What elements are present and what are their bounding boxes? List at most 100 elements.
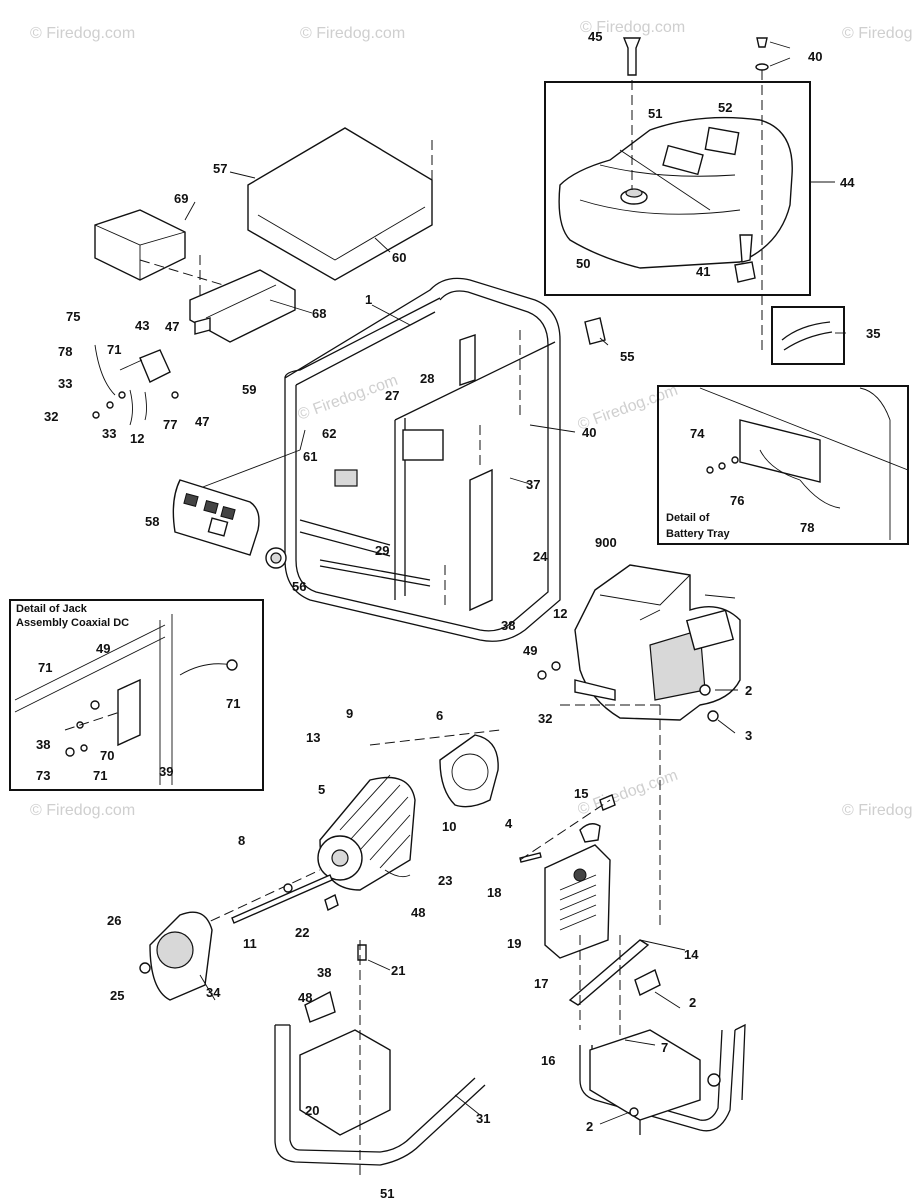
callout-23: 23	[438, 873, 452, 888]
jack-caption-line2: Assembly Coaxial DC	[16, 617, 129, 629]
callout-45: 45	[588, 29, 602, 44]
callout-55: 55	[620, 349, 634, 364]
watermark: © Firedog.com	[30, 25, 135, 42]
muffler-guard	[544, 844, 611, 959]
rear-cross-member	[589, 1029, 701, 1121]
callout-11: 11	[243, 936, 257, 951]
callout-51: 51	[648, 106, 662, 121]
callout-44: 44	[840, 175, 855, 190]
callout-5: 5	[318, 782, 325, 797]
tube-frame	[194, 277, 606, 642]
callout-29: 29	[375, 543, 389, 558]
callout-4: 4	[505, 816, 513, 831]
battery-cable-assembly	[92, 317, 211, 426]
callout-37: 37	[526, 477, 540, 492]
fuel-cap	[622, 37, 642, 76]
callout-47: 47	[195, 414, 209, 429]
callout-34: 34	[206, 985, 221, 1000]
page-number: 51	[380, 1186, 394, 1200]
label-decal	[584, 317, 606, 345]
callout-78: 78	[800, 520, 814, 535]
through-bolt	[231, 874, 333, 924]
fuel-line	[781, 321, 833, 351]
base-rails	[274, 940, 746, 1175]
shutoff-valve	[734, 261, 756, 283]
callout-39: 39	[159, 764, 173, 779]
callout-77: 77	[163, 417, 177, 432]
callout-27: 27	[385, 388, 399, 403]
callout-59: 59	[242, 382, 256, 397]
exhaust-port	[579, 823, 601, 843]
air-cleaner	[685, 609, 735, 651]
callout-2: 2	[745, 683, 752, 698]
callout-6: 6	[436, 708, 443, 723]
watermark: © Firedog.com	[30, 802, 135, 819]
callout-31: 31	[476, 1111, 490, 1126]
alternator	[139, 729, 501, 1001]
callout-49: 49	[96, 641, 110, 656]
battery-tray-caption-line2: Battery Tray	[666, 528, 730, 540]
callout-33: 33	[58, 376, 72, 391]
callout-38: 38	[317, 965, 331, 980]
callout-74: 74	[690, 426, 705, 441]
callout-12: 12	[553, 606, 567, 621]
callout-900: 900	[595, 535, 617, 550]
watermark: © Firedog.com	[300, 25, 405, 42]
callout-28: 28	[420, 371, 434, 386]
fuel-line-frame	[771, 306, 845, 365]
support-plate	[469, 468, 493, 612]
crankshaft	[574, 679, 616, 701]
jack-assembly-detail: Detail of Jack Assembly Coaxial DC	[9, 599, 264, 791]
callout-49: 49	[523, 643, 537, 658]
callout-40: 40	[582, 425, 596, 440]
callout-48: 48	[411, 905, 425, 920]
callout-25: 25	[110, 988, 124, 1003]
battery-tray	[739, 419, 821, 483]
warning-label	[704, 126, 740, 156]
control-panel-face	[172, 479, 260, 556]
muffler-bracket	[568, 939, 650, 1006]
callout-75: 75	[66, 309, 80, 324]
callout-43: 43	[135, 318, 149, 333]
battery-tray-frame	[657, 385, 909, 545]
callout-48: 48	[298, 990, 312, 1005]
callout-12: 12	[130, 431, 144, 446]
side-bracket	[459, 334, 476, 386]
callout-16: 16	[541, 1053, 555, 1068]
callout-20: 20	[305, 1103, 319, 1118]
watermark: © Firedog.com	[576, 767, 681, 819]
callout-1: 1	[365, 292, 372, 307]
callout-60: 60	[392, 250, 406, 265]
callout-40: 40	[808, 49, 822, 64]
watermark: © Firedog.com	[580, 19, 685, 36]
callout-24: 24	[533, 549, 548, 564]
callout-2: 2	[586, 1119, 593, 1134]
fuel-valve	[739, 234, 753, 263]
callout-68: 68	[312, 306, 326, 321]
callout-50: 50	[576, 256, 590, 271]
washer	[755, 63, 769, 71]
callout-69: 69	[174, 191, 188, 206]
callout-7: 7	[661, 1040, 668, 1055]
receptacle	[334, 469, 358, 487]
callout-70: 70	[100, 748, 114, 763]
upper-panels	[94, 127, 433, 343]
screw	[756, 37, 768, 48]
battery-tray-detail: Detail of Battery Tray	[657, 385, 909, 545]
callout-41: 41	[696, 264, 710, 279]
callout-labels: 45 40 51 52 44 50 41 35 57 69 60 1 55 75…	[36, 29, 880, 1134]
bearing-carrier	[439, 734, 499, 808]
callout-32: 32	[538, 711, 552, 726]
frame-outline	[284, 277, 561, 642]
leader-lines	[184, 41, 846, 1125]
battery-tray-caption-line1: Detail of	[666, 512, 710, 524]
jack-caption-line1: Detail of Jack	[16, 603, 88, 615]
callout-47: 47	[165, 319, 179, 334]
callout-19: 19	[507, 936, 521, 951]
watermark: © Firedog.com	[842, 802, 912, 819]
callout-38: 38	[36, 737, 50, 752]
callout-35: 35	[866, 326, 880, 341]
circuit-breaker	[139, 349, 171, 383]
callout-71: 71	[93, 768, 107, 783]
